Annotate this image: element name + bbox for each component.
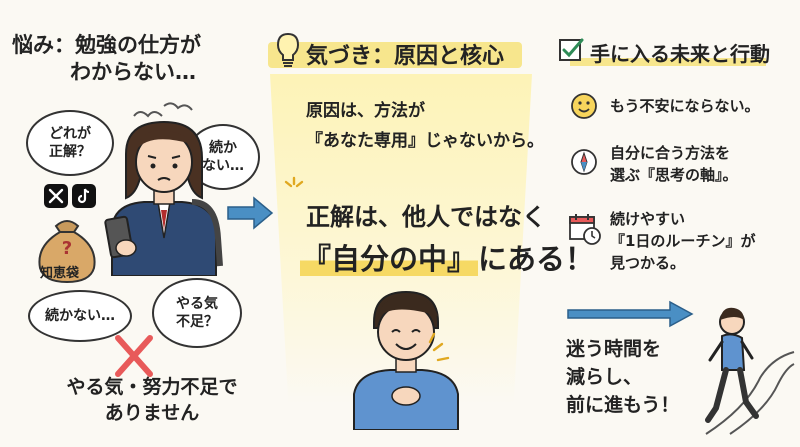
red-cross-icon [115,335,153,377]
item-daily-routine-line2: 『1日のルーチン』が [610,232,756,250]
cause-line2: 『あなた専用』じゃないから。 [306,131,544,151]
worried-student-illustration [104,102,223,276]
bag-label: 知恵袋 [40,266,80,281]
svg-text:?: ? [62,238,72,259]
bubble-lack-motivation: やる気 不足？ [152,278,242,348]
bubble-which-correct-text: どれが 正解？ [49,126,91,160]
middle-heading: 気づき：原因と核心 [306,44,505,69]
item-daily-routine-line1: 続けやすい [610,210,686,228]
item-daily-routine-line3: 見つかる。 [610,254,686,272]
move-forward-text: 迷う時間を 減らし、 前に進もう！ [566,335,679,419]
arrow-right-icon [227,196,274,230]
move-forward-line1: 迷う時間を [566,338,662,360]
smiley-icon [571,93,597,119]
middle-heading-highlight [268,42,522,68]
knowledge-bag-icon: ? [38,220,96,284]
sparkle-icon [284,176,304,188]
right-heading-highlight [570,58,766,66]
core-line1-emphasis: 正解 [306,203,354,231]
core-line2-rest: にある！ [478,242,595,276]
not-lack-of-effort-text: やる気・努力不足で ありません [52,374,252,426]
bubble-lack-motivation-text: やる気 不足？ [176,296,218,330]
compass-icon [571,149,597,175]
not-lack-of-effort-line2: ありません [104,402,200,424]
item-thinking-axis: 自分に合う方法を 選ぶ『思考の軸』。 [610,142,738,186]
left-heading: 悩み：勉強の仕方が わからない… [12,32,201,86]
x-app-icon [44,184,68,208]
item-thinking-axis-line2: 選ぶ『思考の軸』。 [610,166,738,184]
cause-line1: 原因は、方法が [306,101,425,121]
bubble-which-correct: どれが 正解？ [26,110,114,176]
checkbox-checked-icon [559,38,584,61]
tiktok-app-icon [72,184,96,208]
right-heading: 手に入る未来と行動 [590,42,770,66]
core-line1: 正解は、他人ではなく [306,197,546,232]
forward-arrow-icon [567,300,694,328]
move-forward-line2: 減らし、 [566,366,643,388]
bubble-cant-continue-text: 続か ない… [202,140,244,174]
item-no-anxiety: もう不安にならない。 [610,97,760,115]
move-forward-line3: 前に進もう！ [566,394,680,416]
cause-text: 原因は、方法が 『あなた専用』じゃないから。 [306,96,544,156]
left-heading-line1: 悩み：勉強の仕方が [12,33,201,57]
bubble-cant-continue-2: 続かない… [28,290,132,342]
smiling-boy-illustration [353,290,459,430]
bubble-cant-continue-2-text: 続かない… [45,308,115,324]
lightbulb-icon [276,32,300,67]
walking-person-illustration [705,307,795,435]
calendar-clock-icon [569,214,601,245]
core-line2: 『自分の中』にある！ [300,236,594,278]
item-daily-routine: 続けやすい 『1日のルーチン』が 見つかる。 [610,208,755,274]
not-lack-of-effort-line1: やる気・努力不足で [66,376,238,398]
item-thinking-axis-line1: 自分に合う方法を [610,144,731,162]
core-line1-rest: は、他人ではなく [354,203,546,231]
core-line2-emphasis: 『自分の中』 [300,242,479,276]
left-heading-line2: わからない… [70,60,196,84]
